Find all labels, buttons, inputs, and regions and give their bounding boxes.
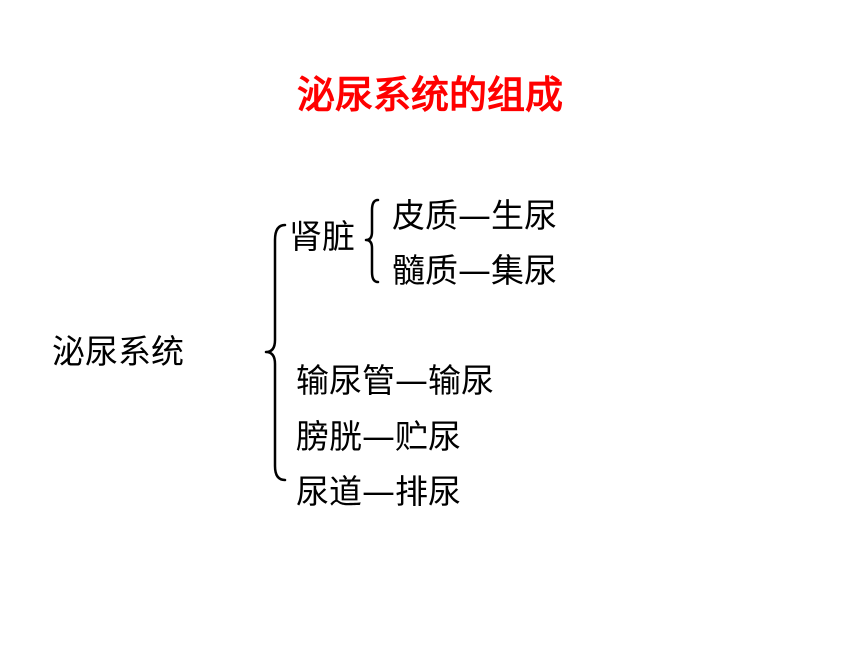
kidney-label: 肾脏 — [289, 217, 355, 256]
urethra-label: 尿道—排尿 — [296, 472, 461, 511]
kidney-cortex-label: 皮质—生尿 — [392, 196, 557, 235]
kidney-brace — [364, 198, 380, 284]
main-brace — [264, 223, 287, 482]
root-label: 泌尿系统 — [52, 332, 184, 371]
kidney-medulla-label: 髓质—集尿 — [392, 251, 557, 290]
slide-title: 泌尿系统的组成 — [296, 73, 563, 117]
ureter-label: 输尿管—输尿 — [296, 361, 494, 400]
bladder-label: 膀胱—贮尿 — [296, 417, 461, 456]
